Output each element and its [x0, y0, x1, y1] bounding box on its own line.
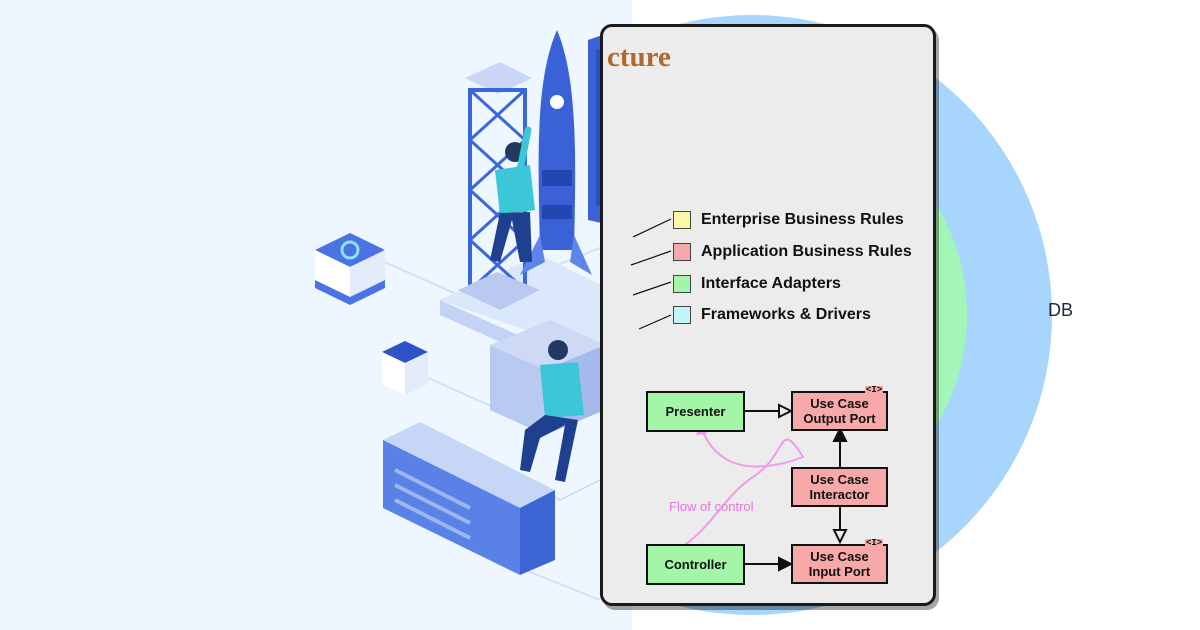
legend-label: Application Business Rules	[701, 243, 912, 260]
input-port-label: Use Case Input Port	[808, 549, 871, 579]
legend-swatch	[673, 243, 691, 261]
input-port-interface-tag: <I>	[865, 538, 884, 548]
diagram-title: cture	[607, 41, 671, 73]
legend-label: Frameworks & Drivers	[701, 306, 871, 323]
output-port-box: Use Case Output Port	[791, 391, 888, 431]
db-label: DB	[1048, 300, 1074, 320]
flow-of-control-label: Flow of control	[669, 499, 754, 514]
output-port-label: Use Case Output Port	[803, 396, 876, 426]
interactor-box: Use Case Interactor	[791, 467, 888, 507]
person-icon	[490, 126, 535, 262]
seated-person-icon	[520, 340, 584, 482]
controller-label: Controller	[664, 557, 727, 572]
small-cube	[382, 341, 428, 395]
legend-enterprise-rules: Enterprise Business Rules	[673, 209, 904, 231]
isometric-scene	[315, 25, 632, 601]
legend-interface-adapters: Interface Adapters	[673, 273, 841, 295]
controller-box: Controller	[646, 544, 745, 585]
legend-swatch	[673, 306, 691, 324]
legend-frameworks-drivers: Frameworks & Drivers	[673, 304, 871, 326]
gear-cube	[315, 233, 385, 305]
legend-swatch	[673, 275, 691, 293]
presenter-label: Presenter	[665, 404, 726, 419]
flow-of-control-curve	[678, 426, 805, 550]
presenter-box: Presenter	[646, 391, 745, 432]
output-port-interface-tag: <I>	[865, 385, 884, 395]
legend-application-rules: Application Business Rules	[673, 241, 912, 263]
interactor-label: Use Case Interactor	[809, 472, 870, 502]
diagram-card: cture E	[600, 24, 936, 606]
hero-illustration	[0, 0, 632, 630]
server-block	[383, 422, 555, 575]
input-port-box: Use Case Input Port	[791, 544, 888, 584]
gear-icon	[340, 240, 360, 260]
rocket-icon	[520, 30, 592, 275]
legend-label: Enterprise Business Rules	[701, 211, 904, 228]
legend-label: Interface Adapters	[701, 275, 841, 292]
legend-swatch	[673, 211, 691, 229]
